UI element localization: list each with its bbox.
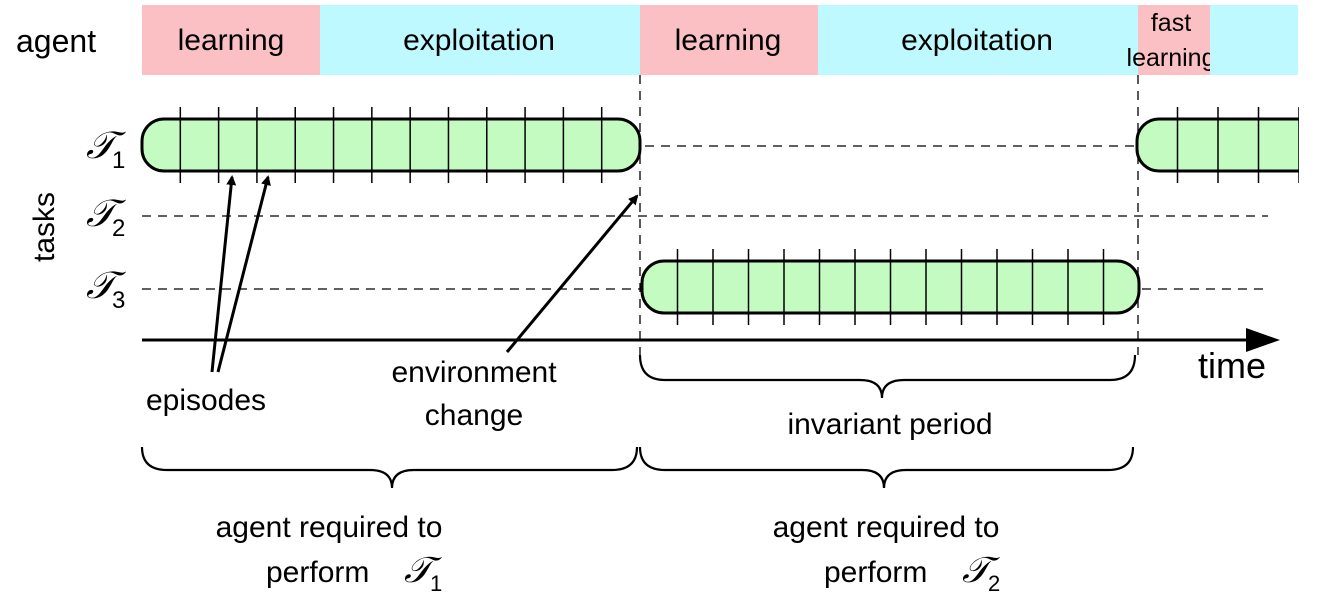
phase-learning-2: learning [640,5,818,75]
episode-block-task1-b [1135,100,1329,200]
phase-label-line1: fast [1151,9,1191,37]
requirement-task2: agent required to perform 𝒯 2 [638,446,1135,596]
phase-label: learning [178,24,285,57]
episodes-annotation: episodes [146,175,271,417]
episode-ticks [179,107,603,183]
environment-change-line1: environment [391,356,557,389]
requirement-task-subscript: 2 [988,571,1000,596]
time-arrowhead-icon [1246,328,1280,352]
agent-row-label: agent [16,23,96,59]
episode-block-task3 [640,249,1141,325]
task-row-label-2: 𝒯 2 [86,191,126,242]
episodes-label: episodes [146,384,266,417]
task-row-label-1: 𝒯 1 [86,123,126,174]
invariant-period-label: invariant period [787,408,992,441]
phase-label-line2: learning [1127,44,1216,72]
task-subscript: 3 [112,287,125,314]
invariant-brace [638,354,1137,399]
row-guides [142,145,1268,290]
phase-learning-1: learning [142,5,320,75]
episode-ticks [676,249,1105,325]
invariant-period-annotation: invariant period [638,354,1137,441]
environment-change-line2: change [425,399,523,432]
phase-label: learning [675,24,782,57]
requirement-brace [140,446,639,489]
phase-label: exploitation [403,24,555,57]
agent-phase-strip: learning exploitation learning exploitat… [142,5,1298,75]
task-subscript: 1 [112,147,125,174]
episode-block-task1-a [140,107,642,183]
task-row-label-3: 𝒯 3 [86,263,126,314]
phase-label: exploitation [901,24,1053,57]
requirement-line2: perform [824,556,927,589]
time-axis-label: time [1198,345,1266,386]
environment-change-annotation: environment change [391,194,639,432]
phase-fast-learning: fast learning [1127,5,1216,75]
requirement-task1: agent required to perform 𝒯 1 [140,446,639,596]
requirement-task-subscript: 1 [430,571,442,596]
phase-exploitation-3 [1210,5,1298,75]
tasks-axis-label: tasks [28,192,61,262]
time-axis: time [142,328,1280,386]
requirement-brace [638,446,1135,489]
phase-exploitation-1: exploitation [320,5,640,75]
phase-exploitation-2: exploitation [818,5,1138,75]
requirement-line1: agent required to [773,511,1000,544]
task-subscript: 2 [112,215,125,242]
requirement-line1: agent required to [216,511,443,544]
requirement-line2: perform [266,556,369,589]
